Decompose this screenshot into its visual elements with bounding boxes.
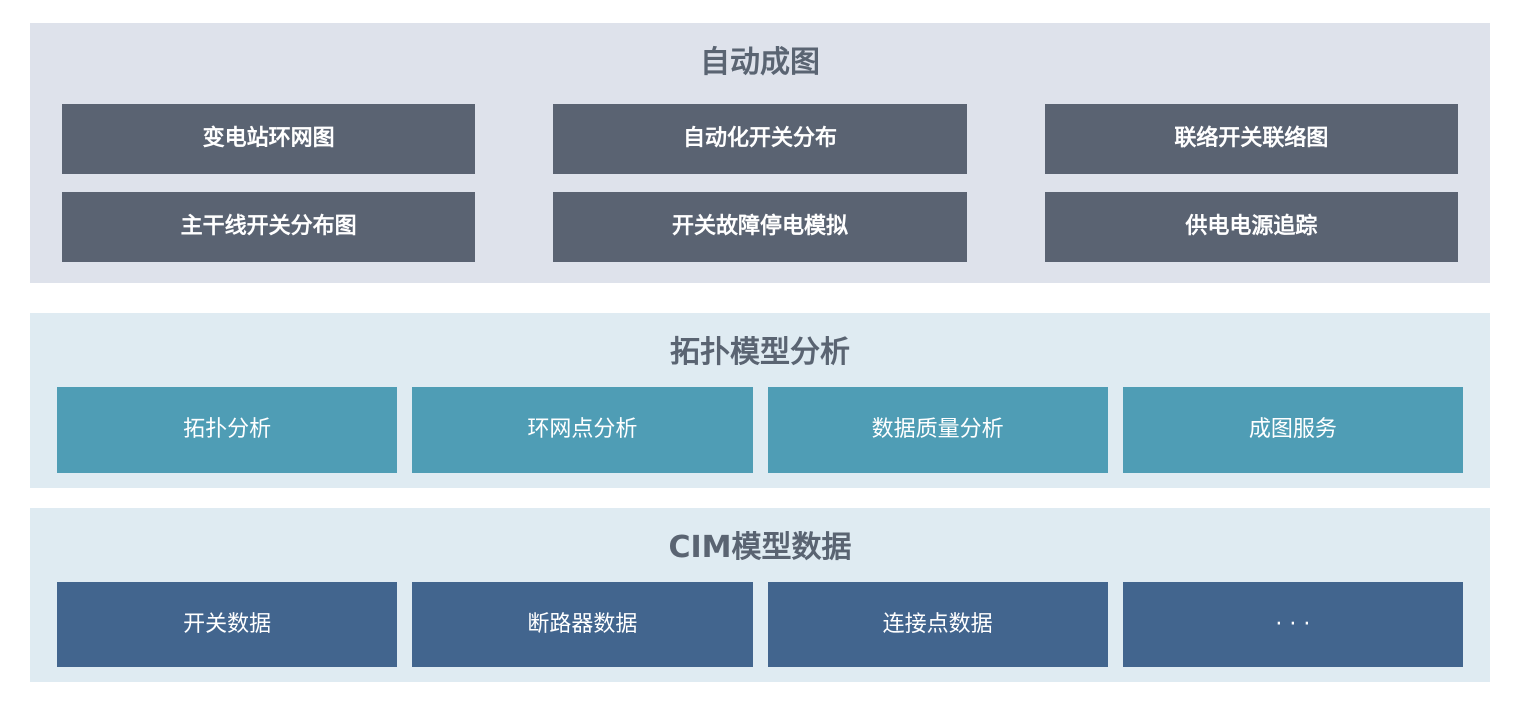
block-topology-analysis: 拓扑分析	[57, 387, 398, 473]
block-switch-data: 开关数据	[57, 582, 398, 667]
block-power-source-tracing: 供电电源追踪	[1044, 192, 1458, 262]
block-tie-switch-diagram: 联络开关联络图	[1044, 104, 1458, 174]
section-cim-model-data: CIM模型数据 开关数据 断路器数据 连接点数据 · · ·	[30, 508, 1490, 682]
block-breaker-data: 断路器数据	[412, 582, 753, 667]
auto-diagram-block-grid: 变电站环网图 自动化开关分布 联络开关联络图 主干线开关分布图 开关故障停电模拟…	[30, 104, 1490, 262]
block-substation-ring-network: 变电站环网图	[62, 104, 476, 174]
block-data-quality-analysis: 数据质量分析	[767, 387, 1108, 473]
section-title-cim-model-data: CIM模型数据	[668, 530, 852, 565]
block-ring-point-analysis: 环网点分析	[412, 387, 753, 473]
cim-block-grid: 开关数据 断路器数据 连接点数据 · · ·	[30, 582, 1490, 667]
section-auto-diagram: 自动成图 变电站环网图 自动化开关分布 联络开关联络图 主干线开关分布图 开关故…	[30, 23, 1490, 283]
block-connection-point-data: 连接点数据	[767, 582, 1108, 667]
block-switch-fault-outage-simulation: 开关故障停电模拟	[553, 192, 967, 262]
block-diagram-service: 成图服务	[1122, 387, 1463, 473]
section-topology-model-analysis: 拓扑模型分析 拓扑分析 环网点分析 数据质量分析 成图服务	[30, 313, 1490, 488]
block-trunk-switch-distribution: 主干线开关分布图	[62, 192, 476, 262]
section-title-topology-model-analysis: 拓扑模型分析	[670, 335, 850, 370]
section-title-auto-diagram: 自动成图	[700, 45, 820, 80]
block-automated-switch-distribution: 自动化开关分布	[553, 104, 967, 174]
block-more-ellipsis: · · ·	[1122, 582, 1463, 667]
topology-block-grid: 拓扑分析 环网点分析 数据质量分析 成图服务	[30, 387, 1490, 473]
